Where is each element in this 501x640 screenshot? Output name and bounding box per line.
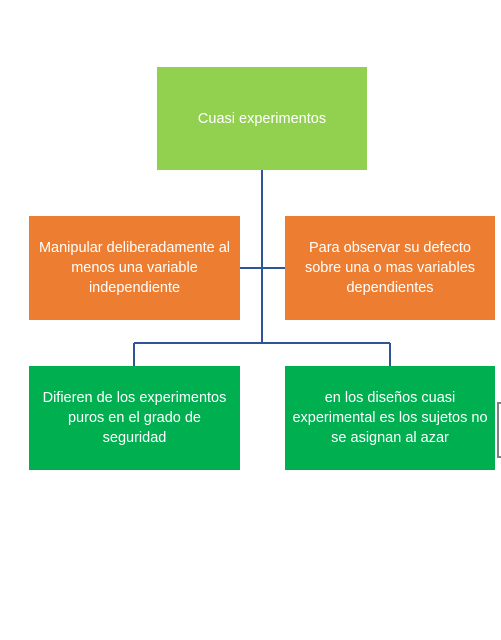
node-root-label: Cuasi experimentos	[197, 110, 327, 127]
edge-bracket-mark	[497, 402, 501, 458]
node-bottom-left: Difieren de los experimentos puros en el…	[29, 366, 240, 470]
node-bottom-right-label: en los diseños cuasi experimental es los…	[292, 390, 488, 446]
node-middle-left-label: Manipular deliberadamente al menos una v…	[38, 240, 231, 296]
node-bottom-right: en los diseños cuasi experimental es los…	[285, 366, 495, 470]
node-bottom-left-label: Difieren de los experimentos puros en el…	[42, 390, 227, 446]
node-middle-right: Para observar su defecto sobre una o mas…	[285, 216, 495, 320]
node-root: Cuasi experimentos	[157, 67, 367, 170]
node-middle-left: Manipular deliberadamente al menos una v…	[29, 216, 240, 320]
node-middle-right-label: Para observar su defecto sobre una o mas…	[304, 240, 476, 296]
